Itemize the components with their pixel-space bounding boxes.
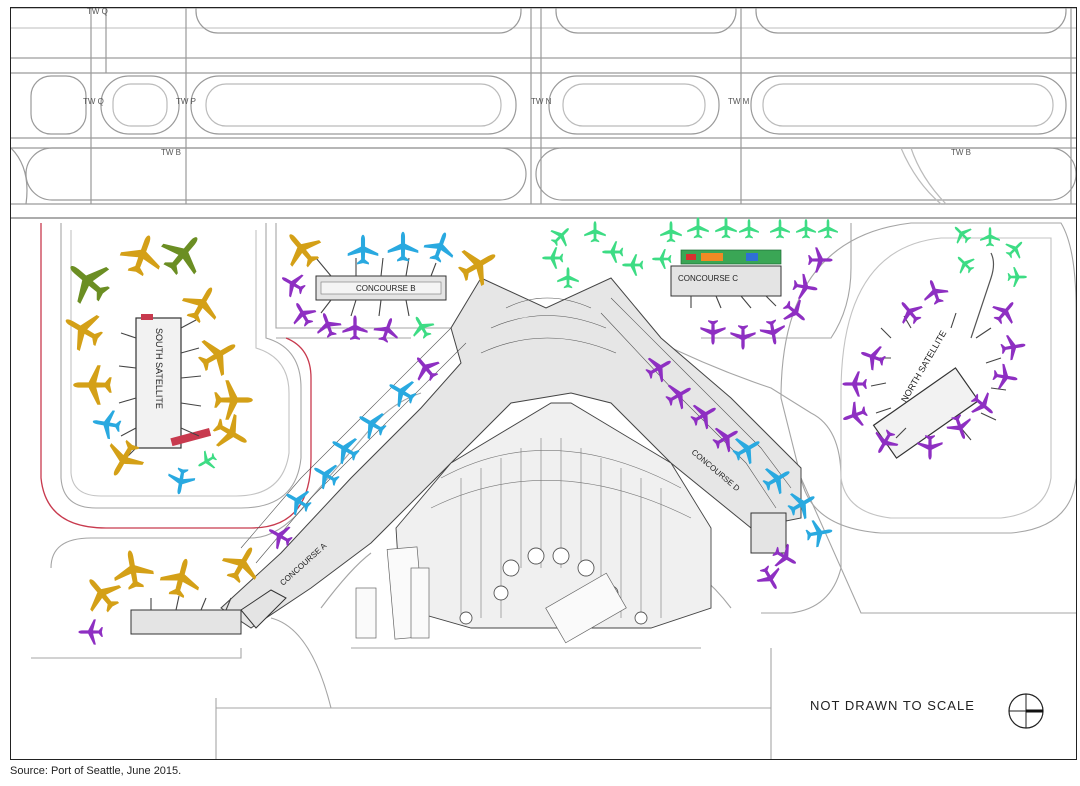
airplane-icon-green (739, 219, 759, 239)
airplane-icon-purple (758, 318, 788, 347)
airplane-icon-gold (176, 278, 228, 329)
airplane-icon-purple (808, 247, 833, 273)
airplane-icon-green (950, 249, 979, 278)
airplane-icon-purple (777, 294, 813, 330)
airplane-icon-olive (56, 249, 119, 312)
airplane-icon-green (687, 217, 709, 239)
airplane-icon-green (622, 254, 644, 276)
taxiway-label-q: TW Q (87, 8, 108, 16)
airplane-icon-purple (842, 371, 867, 397)
airplane-icon-purple (918, 275, 951, 308)
airplane-icon-green (584, 221, 606, 243)
taxiway-labels: TW Q TW Q TW P TW B TW B TW N TW M (83, 8, 971, 157)
airplane-icon-gold (157, 553, 206, 602)
airplane-icon-gold (115, 228, 169, 281)
airplane-icon-gold (214, 380, 253, 420)
airplane-icon-green (602, 241, 624, 263)
airplane-icon-green (770, 219, 790, 239)
airplane-icon-purple (285, 296, 320, 331)
airplane-icon-gold (191, 327, 246, 382)
taxiway-label-n: TW N (531, 97, 552, 106)
airplane-icon-gold (73, 365, 112, 405)
airplane-icon-green (652, 249, 672, 269)
airplane-icon-blue (307, 456, 344, 494)
airplane-icon-purple (999, 332, 1028, 362)
airplane-icon-green (796, 219, 816, 239)
airplane-icon-gold (110, 547, 156, 592)
airplane-icon-purple (838, 399, 871, 432)
taxiway-label-m: TW M (728, 97, 750, 106)
airplane-icon-purple (371, 313, 404, 346)
airplane-icon-green (980, 227, 1000, 247)
airplane-icon-green (557, 267, 579, 289)
airplane-icon-gold (275, 222, 328, 275)
label-south-satellite: SOUTH SATELLITE (154, 328, 164, 409)
airplane-icon-purple (730, 325, 756, 350)
airplane-icon-green (542, 247, 564, 269)
airplane-icon-purple (275, 266, 310, 301)
airplane-icon-purple (700, 320, 726, 345)
not-to-scale-note: NOT DRAWN TO SCALE (810, 698, 975, 713)
airplane-icon-purple (856, 340, 889, 373)
airplane-icon-green (546, 220, 577, 251)
airplane-icon-purple (78, 619, 103, 645)
airplane-icon-green (660, 221, 682, 243)
airplane-icon-purple (311, 308, 344, 341)
terminal-buildings (118, 249, 1007, 644)
taxiway-label-b-east: TW B (951, 148, 971, 157)
airplane-icon-purple (991, 362, 1020, 392)
airplane-icon-purple (987, 294, 1023, 330)
airplane-icon-blue (325, 429, 364, 469)
airplane-icon-purple (791, 272, 820, 302)
airplane-icon-green (193, 447, 221, 475)
airplane-icon-green (818, 219, 838, 239)
airplane-icon-purple (406, 348, 445, 387)
service-road-red (40, 223, 312, 529)
airport-layout-map: TW Q TW Q TW P TW B TW B TW N TW M SOUTH… (11, 8, 1076, 759)
airplane-icon-purple (753, 561, 788, 596)
airplane-icon-blue (347, 234, 379, 265)
airplane-icon-gold (207, 408, 256, 458)
airplane-icon-green (1007, 267, 1027, 287)
airplane-icon-blue (382, 372, 421, 412)
taxiway-label-b-west: TW B (161, 148, 181, 157)
label-concourse-c: CONCOURSE C (678, 274, 738, 283)
airplane-icon-olive (153, 223, 214, 284)
airplane-icon-blue (90, 407, 123, 441)
airplane-icon-blue (387, 231, 419, 262)
taxiway-label-q2: TW Q (83, 97, 104, 106)
north-arrow-icon (1008, 693, 1044, 729)
taxiway-label-p: TW P (176, 97, 196, 106)
label-concourse-b: CONCOURSE B (356, 284, 416, 293)
airplane-icon-blue (420, 227, 460, 266)
airplane-icon-green (715, 217, 737, 239)
airplane-icon-blue (165, 466, 197, 497)
airplane-icon-green (947, 219, 976, 248)
airplane-icon-purple (892, 294, 928, 330)
taxiway-network (11, 8, 1076, 219)
airplane-icon-green (1001, 234, 1030, 263)
source-caption: Source: Port of Seattle, June 2015. (10, 765, 182, 777)
airport-map-frame: TW Q TW Q TW P TW B TW B TW N TW M SOUTH… (10, 7, 1077, 760)
airplane-icon-gold (55, 302, 110, 357)
